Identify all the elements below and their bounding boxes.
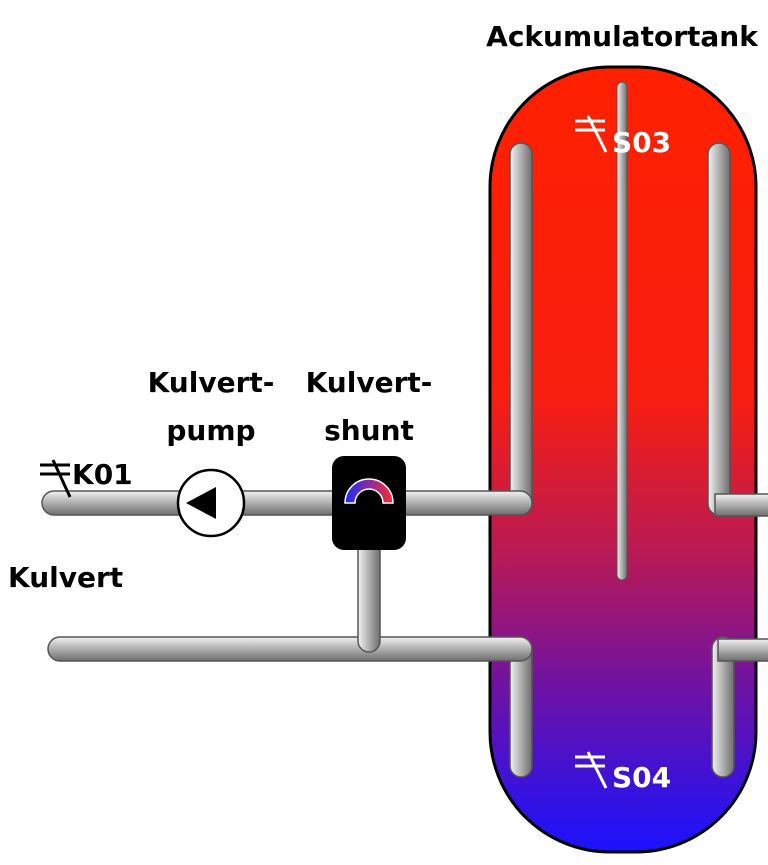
- pump-label-line2: pump: [166, 414, 255, 447]
- sensor-s03-label: S03: [612, 126, 671, 159]
- tank-inlet-pipe-upper-left: [509, 142, 533, 516]
- sensor-s04[interactable]: S04: [575, 751, 671, 794]
- tank-title: Ackumulatortank: [486, 20, 759, 53]
- right-exit-pipe-upper: [714, 493, 768, 517]
- sensor-s03[interactable]: S03: [575, 115, 671, 159]
- kulvert-label: Kulvert: [8, 561, 123, 594]
- tank-outlet-pipe-upper-right: [707, 142, 731, 516]
- pump-label-line1: Kulvert-: [148, 366, 275, 399]
- sensor-rod: [616, 81, 628, 581]
- right-exit-pipe-lower: [717, 638, 768, 662]
- tank-outlet-pipe-lower-right: [711, 636, 735, 778]
- sensor-k01-label: K01: [72, 458, 133, 491]
- kulvert-pump[interactable]: [176, 468, 246, 538]
- shunt-dial-icon: [344, 478, 394, 504]
- shunt-label-line1: Kulvert-: [306, 366, 433, 399]
- kulvert-shunt[interactable]: [332, 456, 406, 550]
- pump-arrow-icon: [186, 487, 216, 519]
- sensor-symbol-icon: [40, 459, 72, 498]
- sensor-s04-label: S04: [612, 761, 671, 794]
- sensor-symbol-icon: [575, 751, 608, 789]
- return-pipe: [47, 636, 533, 662]
- sensor-k01[interactable]: K01: [40, 458, 133, 498]
- supply-pipe: [41, 490, 533, 516]
- sensor-symbol-icon: [575, 115, 608, 153]
- shunt-label-line2: shunt: [324, 414, 414, 447]
